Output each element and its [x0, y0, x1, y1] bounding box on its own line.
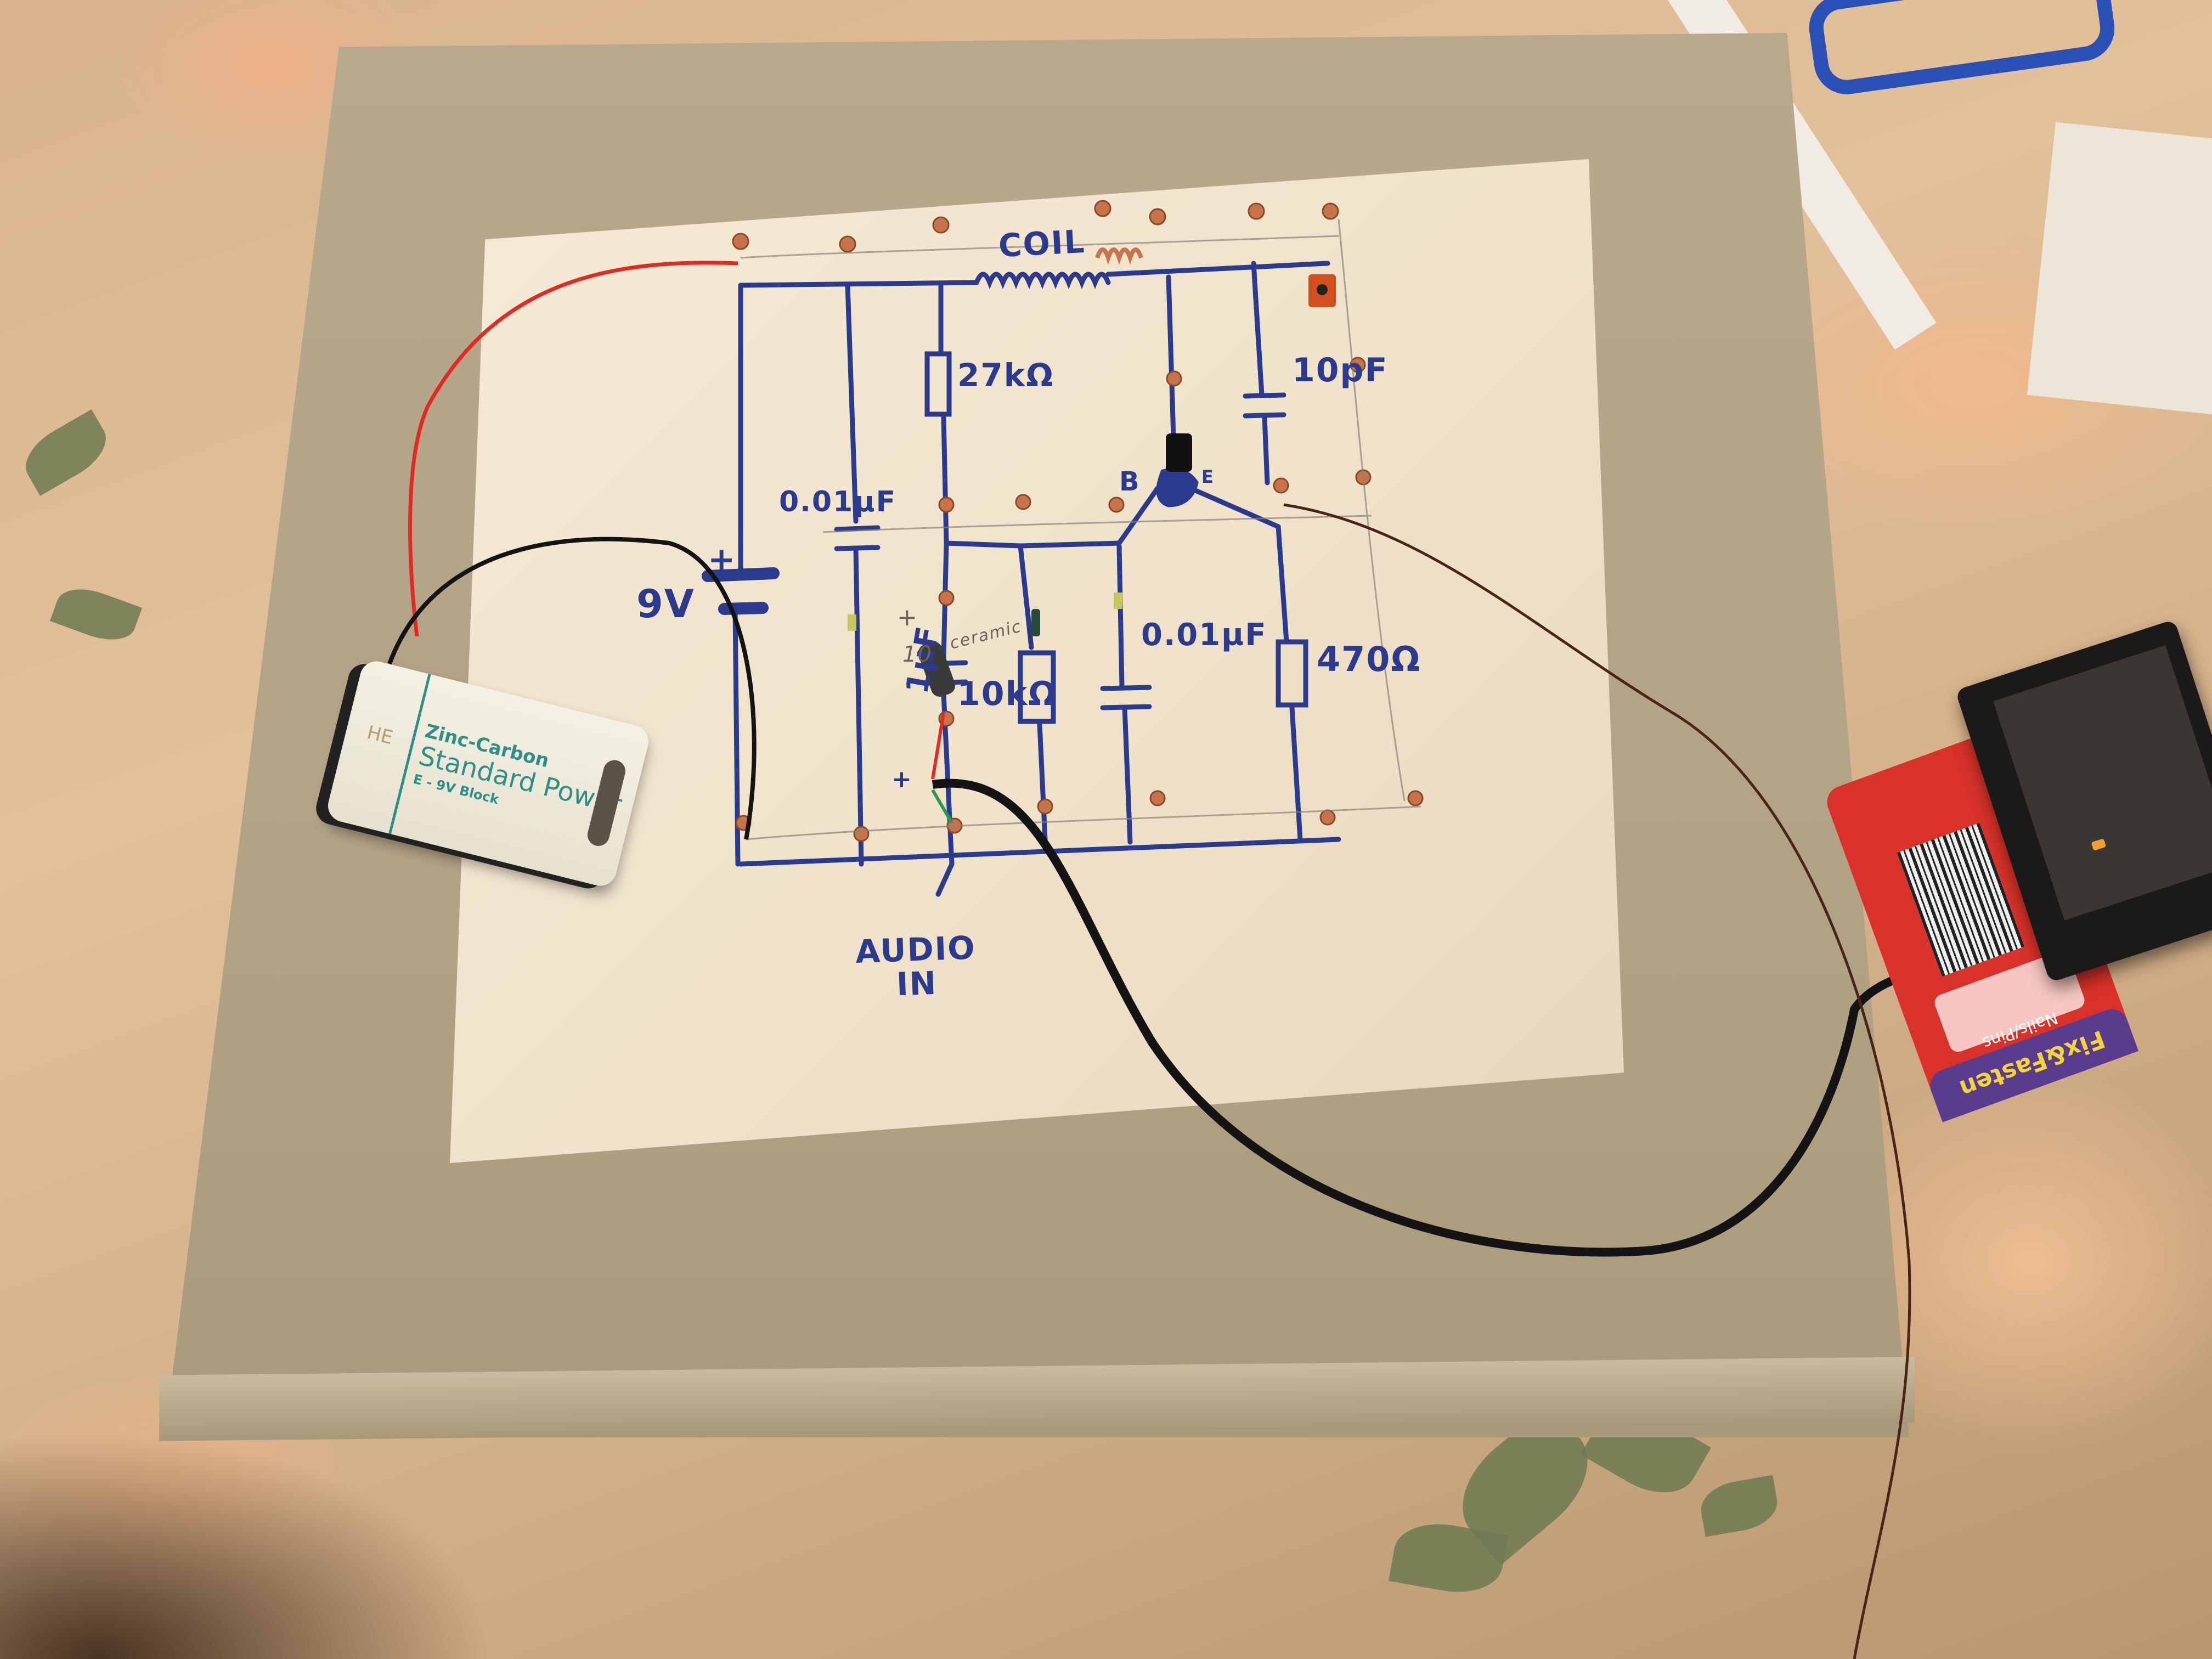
label-audio-in: AUDIO IN — [855, 929, 977, 1003]
label-transistor-emitter: E — [1201, 466, 1215, 487]
label-transistor-base: B — [1119, 466, 1141, 497]
label-battery-plus: + — [708, 540, 737, 579]
label-10pf-capacitor: 10pF — [1292, 351, 1389, 390]
schematic-paper — [450, 159, 1624, 1163]
label-pencil-plus: + — [897, 603, 918, 631]
battery-brand-mark: HE — [364, 721, 396, 749]
label-c2-capacitor: 0.01µF — [1141, 617, 1267, 653]
label-27k-resistor: 27kΩ — [957, 357, 1054, 394]
label-10k-resistor: 10kΩ — [957, 675, 1058, 713]
label-audio-plus: + — [891, 765, 913, 793]
player-screen — [1993, 645, 2212, 921]
label-470-resistor: 470Ω — [1317, 639, 1421, 679]
floor-shadow — [0, 1429, 494, 1659]
label-pencil-number: 10 — [902, 642, 933, 667]
label-coil: COIL — [997, 222, 1087, 265]
label-c1-capacitor: 0.01µF — [779, 486, 897, 518]
label-9v-battery: 9V — [636, 582, 695, 627]
paper-scrap — [2027, 122, 2212, 416]
